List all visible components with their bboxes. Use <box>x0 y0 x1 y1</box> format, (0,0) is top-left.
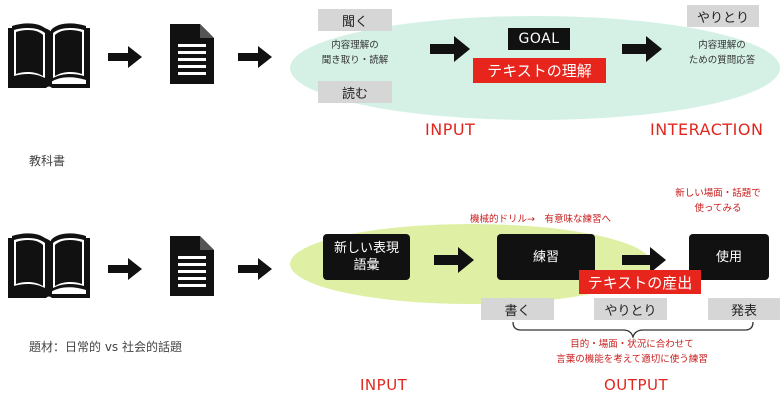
interaction-label: INTERACTION <box>650 120 764 139</box>
qa-text: 内容理解の ための質問応答 <box>672 38 772 68</box>
read-tag: 読む <box>318 81 392 103</box>
new-scene-note: 新しい場面・話題で 使ってみる <box>668 186 768 216</box>
new-expression-box: 新しい表現 語彙 <box>323 234 410 280</box>
right-arrow-icon <box>434 247 474 273</box>
comprehension-line-1: 内容理解の <box>331 40 379 51</box>
open-book-icon <box>8 23 90 89</box>
exchange-tag-bottom: やりとり <box>594 298 667 320</box>
open-book-icon <box>8 233 90 298</box>
input-label-top: INPUT <box>425 120 476 139</box>
right-arrow-icon <box>238 46 272 68</box>
goal-text-badge: テキストの理解 <box>473 58 606 83</box>
right-arrow-icon <box>108 46 142 68</box>
practice-box: 練習 <box>497 234 595 280</box>
right-arrow-icon <box>622 36 662 62</box>
goal-badge: GOAL <box>508 28 570 50</box>
right-arrow-icon <box>430 36 470 62</box>
present-tag: 発表 <box>708 298 780 320</box>
qa-line-2: ための質問応答 <box>688 55 756 66</box>
comprehension-line-2: 聞き取り・読解 <box>321 55 389 66</box>
document-icon <box>170 24 214 84</box>
textbook-caption: 教科書 <box>29 154 66 168</box>
right-arrow-icon <box>622 247 666 273</box>
topic-caption: 題材：日常的 vs 社会的話題 <box>29 340 182 354</box>
exchange-tag-top: やりとり <box>687 5 759 27</box>
new-expression-line-1: 新しい表現 <box>333 241 399 256</box>
comprehension-text: 内容理解の 聞き取り・読解 <box>305 38 405 68</box>
write-tag: 書く <box>481 298 554 320</box>
new-expression-line-2: 語彙 <box>353 258 380 273</box>
purpose-line-2: 言葉の機能を考えて適切に使う練習 <box>556 354 708 365</box>
purpose-line-1: 目的・場面・状況に合わせて <box>570 339 694 350</box>
drill-note: 機械的ドリル→ 有意味な練習へ <box>470 214 611 225</box>
production-badge: テキストの産出 <box>579 270 701 294</box>
use-box: 使用 <box>689 234 769 280</box>
qa-line-1: 内容理解の <box>698 40 746 51</box>
purpose-text: 目的・場面・状況に合わせて 言葉の機能を考えて適切に使う練習 <box>532 337 732 367</box>
output-label: OUTPUT <box>604 376 669 394</box>
new-scene-line-2: 使ってみる <box>694 203 742 214</box>
document-icon <box>170 236 214 296</box>
input-label-bottom: INPUT <box>360 376 408 394</box>
brace-icon <box>512 321 754 338</box>
right-arrow-icon <box>238 258 272 280</box>
right-arrow-icon <box>108 258 142 280</box>
listen-tag: 聞く <box>318 9 392 31</box>
new-scene-line-1: 新しい場面・話題で <box>675 188 761 199</box>
